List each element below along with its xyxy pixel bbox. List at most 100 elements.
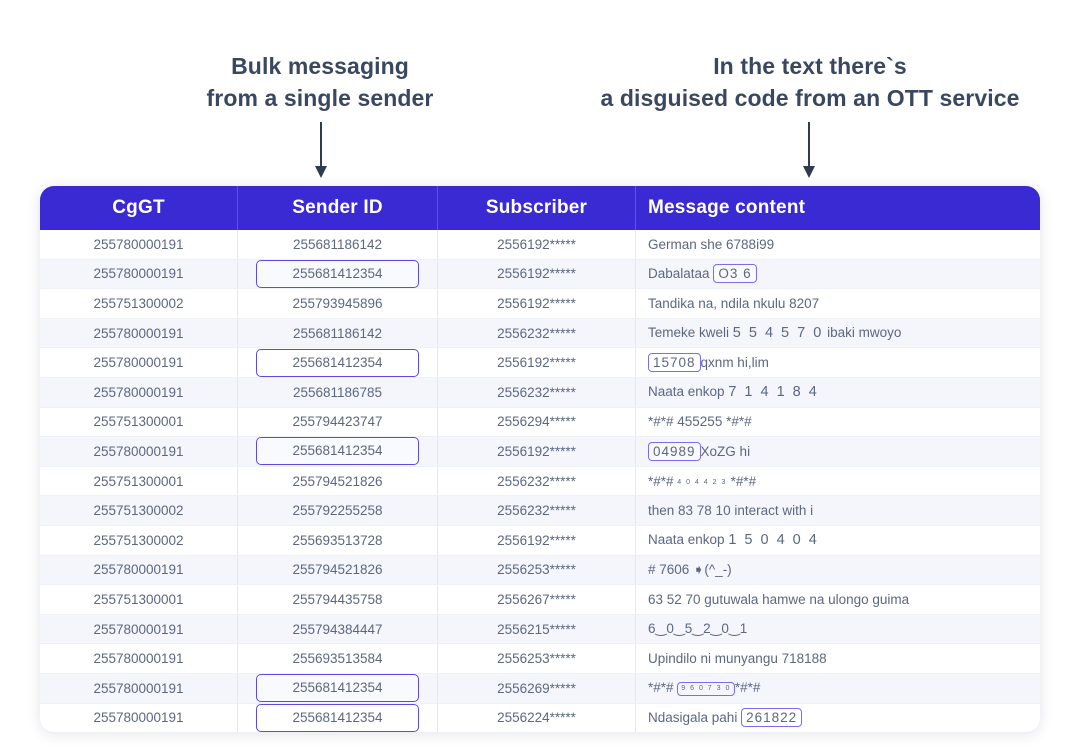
cell-sender-id: 255681412354 <box>237 436 438 467</box>
message-text: Naata enkop 7 1 4 1 8 4 <box>648 384 819 401</box>
cell-cggt: 255751300002 <box>40 495 238 526</box>
highlighted-code-box: 9 6 0 7 3 0 <box>677 682 735 697</box>
cell-cggt: 255780000191 <box>40 347 238 378</box>
cell-cggt: 255751300002 <box>40 288 238 319</box>
table-row[interactable]: 255780000191 255681412354 2556192***** 0498… <box>40 436 1040 467</box>
cell-subscriber: 2556267***** <box>437 584 636 615</box>
cell-message-content: Naata enkop 7 1 4 1 8 4 <box>635 377 1040 408</box>
message-text: # 7606 ➧(^_-) <box>648 561 732 577</box>
cell-sender-id: 255681186785 <box>237 377 438 408</box>
cell-subscriber: 2556269***** <box>437 673 636 704</box>
column-header-cggt[interactable]: CgGT <box>40 186 238 230</box>
cell-message-content: Tandika na, ndila nkulu 8207 <box>635 288 1040 319</box>
annotation-disguised-code: In the text there`s a disguised code fro… <box>570 50 1050 114</box>
message-text: Upindilo ni munyangu 718188 <box>648 651 827 667</box>
message-text: *#*# 455255 *#*# <box>648 414 752 430</box>
highlighted-sender-id: 255681412354 <box>256 348 419 377</box>
cell-message-content: *#*# 4 0 4 4 2 3 *#*# <box>635 466 1040 497</box>
message-text: Tandika na, ndila nkulu 8207 <box>648 295 820 311</box>
cell-cggt: 255751300001 <box>40 466 238 497</box>
column-header-subscriber[interactable]: Subscriber <box>437 186 636 230</box>
annotation-code-line2: a disguised code from an OTT service <box>600 85 1020 111</box>
highlighted-code-box: O3 6 <box>713 264 757 284</box>
cell-subscriber: 2556192***** <box>437 436 636 467</box>
cell-sender-id: 255681412354 <box>237 347 438 378</box>
cell-message-content: Naata enkop 1 5 0 4 0 4 <box>635 525 1040 556</box>
highlighted-sender-id: 255681412354 <box>256 703 419 732</box>
annotation-bulk-messaging: Bulk messaging from a single sender <box>150 50 490 114</box>
column-header-message-content[interactable]: Message content <box>635 186 1040 230</box>
annotation-layer: Bulk messaging from a single sender In t… <box>0 0 1080 186</box>
message-text: German she 6788i99 <box>648 236 775 252</box>
cell-cggt: 255780000191 <box>40 673 238 704</box>
cell-subscriber: 2556253***** <box>437 555 636 586</box>
table-header: CgGT Sender ID Subscriber Message conten… <box>40 186 1040 230</box>
sms-traffic-table: CgGT Sender ID Subscriber Message conten… <box>40 186 1040 733</box>
message-text: *#*# 9 6 0 7 3 0*#*# <box>648 680 761 697</box>
cell-message-content: # 7606 ➧(^_-) <box>635 555 1040 586</box>
cell-message-content: 63 52 70 gutuwala hamwe na ulongo guima <box>635 584 1040 615</box>
message-text: *#*# 4 0 4 4 2 3 *#*# <box>648 473 757 489</box>
table-row[interactable]: 255780000191 255681412354 2556192***** 1570… <box>40 347 1040 378</box>
cell-message-content: *#*# 9 6 0 7 3 0*#*# <box>635 673 1040 704</box>
column-header-sender-id[interactable]: Sender ID <box>237 186 438 230</box>
cell-subscriber: 2556192***** <box>437 525 636 556</box>
cell-subscriber: 2556232***** <box>437 495 636 526</box>
message-text: then 83 78 10 interact with i <box>648 503 814 519</box>
cell-cggt: 255780000191 <box>40 436 238 467</box>
cell-message-content: then 83 78 10 interact with i <box>635 495 1040 526</box>
down-arrow-icon-code <box>803 122 815 178</box>
cell-subscriber: 2556215***** <box>437 614 636 645</box>
cell-sender-id: 255693513584 <box>237 643 438 674</box>
cell-sender-id: 255794384447 <box>237 614 438 645</box>
cell-subscriber: 2556294***** <box>437 407 636 438</box>
cell-sender-id: 255792255258 <box>237 495 438 526</box>
cell-subscriber: 2556232***** <box>437 377 636 408</box>
highlighted-sender-id: 255681412354 <box>256 437 419 466</box>
cell-subscriber: 2556192***** <box>437 259 636 290</box>
spaced-digits: 7 1 4 1 8 4 <box>728 384 819 401</box>
down-arrow-icon-bulk <box>315 122 327 178</box>
message-text: Naata enkop 1 5 0 4 0 4 <box>648 532 819 549</box>
cell-cggt: 255780000191 <box>40 377 238 408</box>
cell-sender-id: 255793945896 <box>237 288 438 319</box>
cell-sender-id: 255794521826 <box>237 466 438 497</box>
cell-cggt: 255780000191 <box>40 318 238 349</box>
obfuscated-digits: 4 0 4 4 2 3 <box>677 478 727 486</box>
annotation-bulk-line1: Bulk messaging <box>231 53 409 79</box>
cell-cggt: 255751300001 <box>40 407 238 438</box>
cell-subscriber: 2556192***** <box>437 347 636 378</box>
cell-cggt: 255780000191 <box>40 230 238 260</box>
cell-sender-id: 255794435758 <box>237 584 438 615</box>
annotation-bulk-line2: from a single sender <box>206 85 434 111</box>
cell-subscriber: 2556224***** <box>437 703 636 733</box>
cell-subscriber: 2556232***** <box>437 466 636 497</box>
cell-sender-id: 255794423747 <box>237 407 438 438</box>
highlighted-code-box: 15708 <box>648 353 701 373</box>
cell-message-content: 6‿0‿5‿2‿0‿1 <box>635 614 1040 645</box>
highlighted-code-box: 04989 <box>648 441 701 461</box>
cell-message-content: German she 6788i99 <box>635 230 1040 260</box>
highlighted-sender-id: 255681412354 <box>256 259 419 288</box>
cell-subscriber: 2556253***** <box>437 643 636 674</box>
cell-sender-id: 255693513728 <box>237 525 438 556</box>
